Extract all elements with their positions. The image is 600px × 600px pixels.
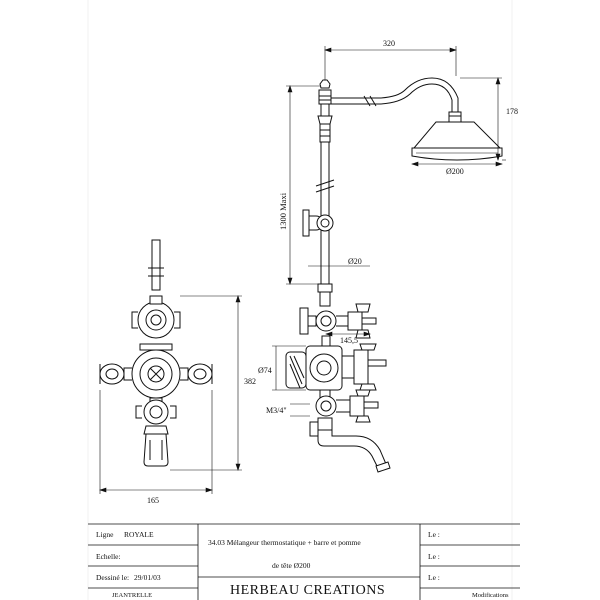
front-view bbox=[99, 239, 213, 467]
title-block-grid bbox=[88, 523, 520, 600]
partial-right: Modifications bbox=[472, 592, 509, 599]
description-line2: de tête Ø200 bbox=[272, 561, 311, 570]
scale-label: Echelle: bbox=[96, 552, 121, 561]
brand-name: HERBEAU CREATIONS bbox=[230, 583, 386, 598]
dim-body-offset: 145,5 bbox=[340, 336, 358, 345]
dim-head-diameter: Ø200 bbox=[446, 167, 464, 176]
drawn-value: 29/01/03 bbox=[134, 573, 161, 582]
le-label-1: Le : bbox=[428, 530, 440, 539]
dim-bar-height: 1300 Maxi bbox=[278, 192, 288, 230]
drawn-label: Dessiné le: bbox=[96, 573, 130, 582]
dim-body-diameter: Ø74 bbox=[258, 366, 272, 375]
line-value: ROYALE bbox=[124, 530, 154, 539]
description-line1: 34.03 Mélangeur thermostatique + barre e… bbox=[208, 538, 361, 547]
le-label-3: Le : bbox=[428, 573, 440, 582]
dim-head-height: 178 bbox=[506, 107, 518, 116]
side-dimension-lines bbox=[272, 46, 506, 417]
dim-bar-diameter: Ø20 bbox=[348, 257, 362, 266]
dim-front-height: 382 bbox=[244, 377, 256, 386]
line-label: Ligne bbox=[96, 530, 114, 539]
dim-front-width: 165 bbox=[147, 496, 159, 505]
dim-inlet-thread: M3/4" bbox=[266, 406, 287, 415]
partial-left: JEANTRELLE bbox=[112, 592, 153, 599]
dim-arm-length: 320 bbox=[383, 39, 395, 48]
side-view bbox=[285, 77, 503, 473]
le-label-2: Le : bbox=[428, 552, 440, 561]
front-dimension-lines bbox=[99, 295, 242, 494]
